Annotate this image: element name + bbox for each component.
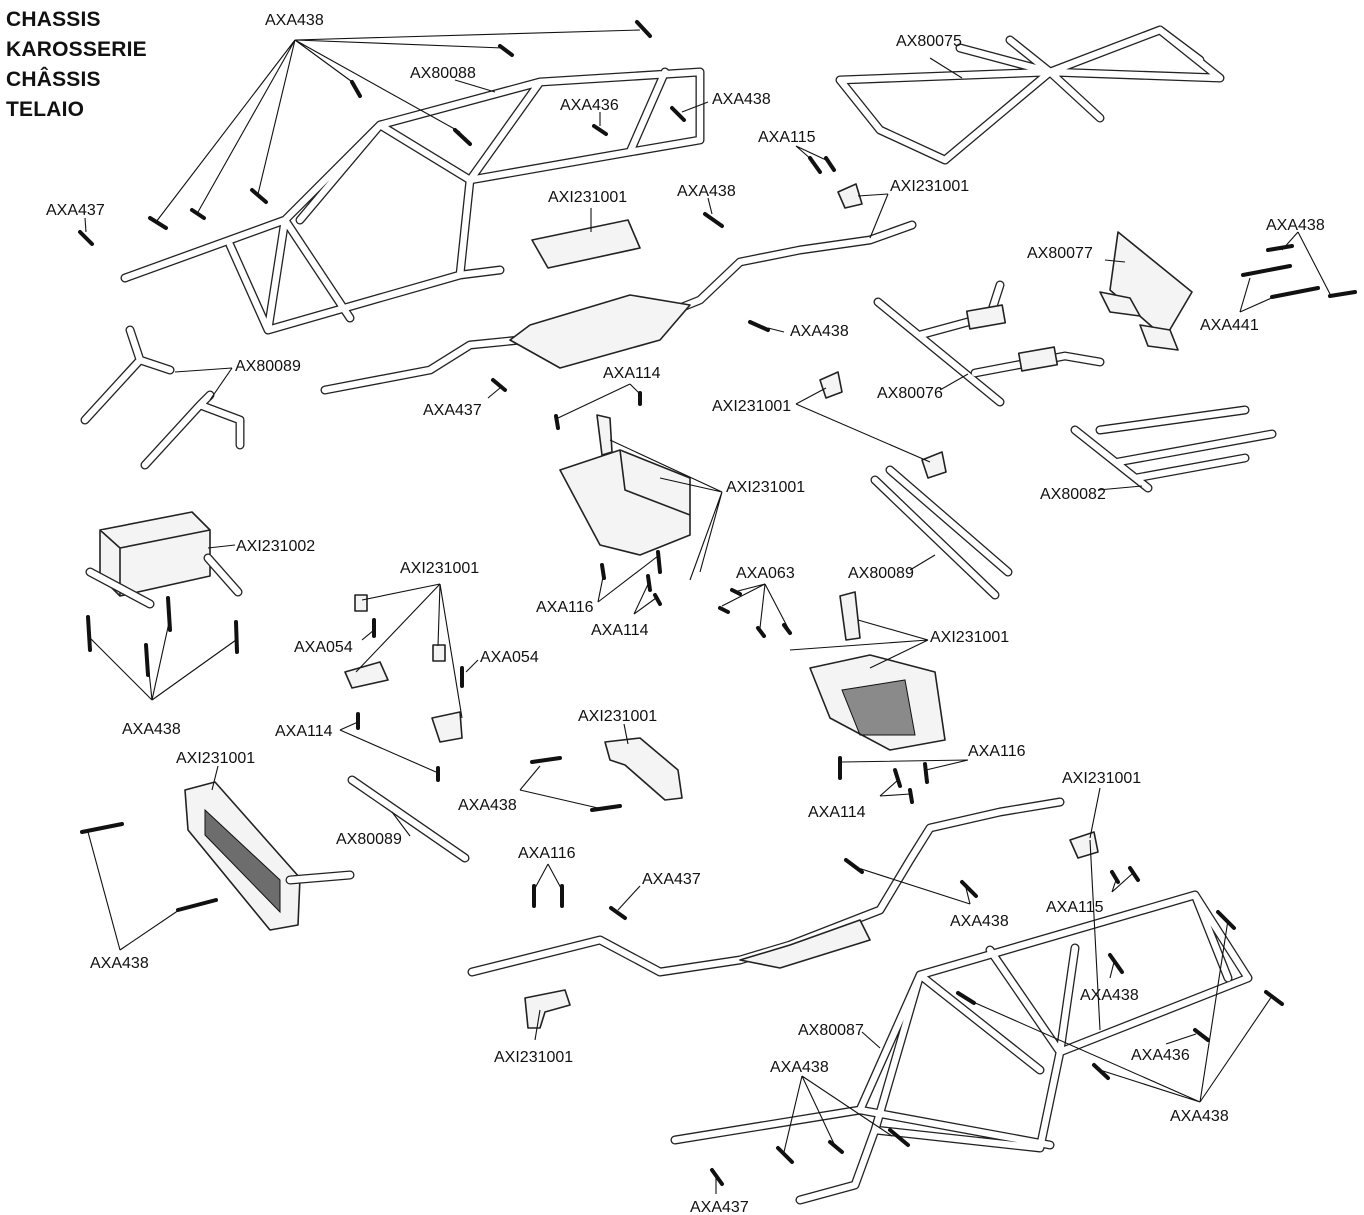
callout-label: AXA116	[518, 845, 576, 862]
callout-label: AXA438	[1080, 987, 1139, 1004]
callout-label: AXA437	[642, 871, 701, 888]
callout-label: AXA115	[1046, 899, 1104, 916]
callout-label: AX80082	[1040, 486, 1106, 503]
screws	[78, 20, 1357, 1186]
callout-label: AXI231001	[890, 178, 969, 195]
callout-label: AXA438	[950, 913, 1009, 930]
callout-label: AX80087	[798, 1022, 864, 1039]
box-part-axi231002	[85, 511, 243, 609]
bracket-part-center	[604, 737, 683, 801]
callout-label: AXA114	[275, 723, 333, 740]
callout-label: AXA438	[770, 1059, 829, 1076]
callout-label: AX80089	[235, 358, 301, 375]
page-title: CHASSIS KAROSSERIE CHÂSSIS TELAIO	[6, 5, 147, 125]
callout-label: AXA438	[677, 183, 736, 200]
link-part-right	[870, 465, 1013, 600]
clip-part	[819, 183, 947, 479]
callout-label: AX80088	[410, 65, 476, 82]
chassis-rail-upper	[320, 220, 917, 395]
callout-label: AXA116	[968, 743, 1026, 760]
callout-label: AXA114	[591, 622, 649, 639]
callout-label: AXA114	[603, 365, 661, 382]
callout-label: AXA438	[458, 797, 517, 814]
tray-part-right	[809, 591, 946, 751]
callout-label: AXA438	[90, 955, 149, 972]
callout-label: AXI231001	[400, 560, 479, 577]
callout-label: AX80077	[1027, 245, 1093, 262]
callout-label: AXI231001	[494, 1049, 573, 1066]
callout-label: AX80089	[336, 831, 402, 848]
callout-label: AXA441	[1200, 317, 1259, 334]
callout-label: AXI231002	[236, 538, 315, 555]
callout-label: AXA437	[46, 202, 105, 219]
hoop-part-ax80075	[835, 25, 1225, 165]
callout-label: AXA063	[736, 565, 795, 582]
mount-part-ax80077	[1099, 231, 1193, 351]
callout-label: AXI231001	[1062, 770, 1141, 787]
ladder-part-ax80082	[1070, 405, 1277, 493]
callout-label: AXA114	[808, 804, 866, 821]
battery-tray-part	[559, 414, 691, 556]
callout-label: AXI231001	[712, 398, 791, 415]
title-line-3: CHÂSSIS	[6, 68, 101, 91]
callout-label: AXA437	[423, 402, 482, 419]
callout-label: AXI231001	[176, 750, 255, 767]
callout-label: AXA437	[690, 1199, 749, 1215]
callout-label: AXI231001	[930, 629, 1009, 646]
roll-cage-upper	[120, 67, 705, 335]
callout-label: AX80075	[896, 33, 962, 50]
callout-label: AXA438	[1170, 1108, 1229, 1125]
callout-label: AXI231001	[548, 189, 627, 206]
callout-label: AXA436	[1131, 1047, 1190, 1064]
callout-label: AXA438	[1266, 217, 1325, 234]
clip-part-lower-right	[1069, 831, 1099, 859]
callout-label: AXI231001	[578, 708, 657, 725]
callout-label: AXA054	[480, 649, 539, 666]
leader-lines	[84, 29, 1331, 1194]
callout-label: AXA438	[122, 721, 181, 738]
title-line-1: CHASSIS	[6, 8, 101, 31]
plate-part	[531, 219, 641, 269]
callout-label: AXA438	[265, 12, 324, 29]
callout-label: AXI231001	[726, 479, 805, 496]
link-part-upper-left	[80, 325, 245, 470]
title-line-4: TELAIO	[6, 98, 85, 121]
small-mounts-center	[344, 594, 463, 743]
callout-label: AXA116	[536, 599, 594, 616]
chassis-rail-lower	[467, 797, 1065, 977]
callout-label: AXA438	[790, 323, 849, 340]
callout-label: AXA115	[758, 129, 816, 146]
roll-cage-rear	[670, 890, 1253, 1205]
bumper-part-ax80076	[873, 280, 1105, 407]
callout-label: AXA436	[560, 97, 619, 114]
grille-part	[184, 781, 355, 931]
callout-label: AX80076	[877, 385, 943, 402]
link-part-lower	[347, 775, 470, 863]
callout-label: AXA438	[712, 91, 771, 108]
bracket-part-lower	[524, 989, 571, 1029]
title-line-2: KAROSSERIE	[6, 38, 147, 61]
callout-label: AX80089	[848, 565, 914, 582]
callout-label: AXA054	[294, 639, 353, 656]
callout-labels: AXA438 AX80088 AXA436 AXA438 AX80075 AXA…	[46, 12, 1325, 1215]
